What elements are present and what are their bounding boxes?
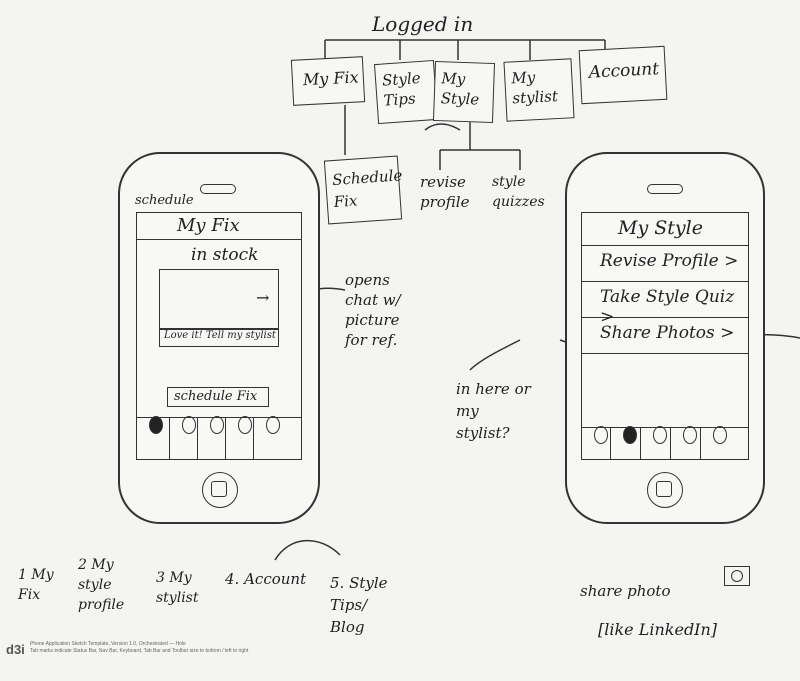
nav-bar: My Fix	[137, 213, 301, 240]
schedule-fix-button[interactable]: schedule Fix	[167, 387, 269, 407]
list-item-5: 5. Style Tips/ Blog	[330, 572, 400, 638]
sitemap-node-my-style: My Style	[433, 61, 495, 123]
page-title: My Fix	[177, 215, 240, 236]
note-in-here: in here or my stylist?	[456, 378, 536, 444]
tab-my-fix[interactable]	[137, 418, 169, 460]
footer-brand: d3i	[6, 642, 25, 657]
menu-row-share-photos[interactable]: Share Photos >	[582, 317, 748, 354]
phone-screen: My Style Revise Profile > Take Style Qui…	[581, 212, 749, 460]
tab-account[interactable]	[670, 428, 701, 460]
list-item-3: 3 My stylist	[156, 568, 216, 608]
camera-icon	[724, 566, 750, 586]
tab-my-fix[interactable]	[582, 428, 610, 460]
phone-my-style: My Style Revise Profile > Take Style Qui…	[565, 152, 765, 524]
schedule-note: schedule	[135, 193, 194, 208]
sitemap-node-my-fix: My Fix	[291, 56, 365, 106]
linkedin-note: [like LinkedIn]	[598, 620, 717, 639]
stock-label: in stock	[191, 245, 258, 265]
tab-bar	[582, 427, 748, 460]
sitemap-node-my-stylist: My stylist	[503, 58, 574, 121]
list-item-1: 1 My Fix	[18, 565, 58, 605]
sitemap-node-style-tips: Style Tips	[374, 60, 438, 124]
home-button[interactable]	[647, 472, 683, 508]
product-image[interactable]: →	[159, 269, 279, 329]
footer-line-1: Phone Application Sketch Template, Versi…	[30, 641, 186, 647]
sitemap-node-schedule-fix: Schedule Fix	[324, 155, 402, 224]
phone-screen: schedule My Fix in stock → Love it! Tell…	[136, 212, 302, 460]
note-opens-chat: opens chat w/ picture for ref.	[345, 270, 425, 350]
nav-bar: My Style	[582, 213, 748, 246]
love-it-button[interactable]: Love it! Tell my stylist	[159, 329, 279, 347]
page-title: My Style	[618, 217, 703, 239]
sitemap-node-style-quizzes: style quizzes	[492, 172, 552, 212]
sitemap-root: Logged in	[372, 12, 473, 36]
tab-my-stylist[interactable]	[640, 428, 671, 460]
sitemap-node-account: Account	[579, 46, 668, 104]
tab-account[interactable]	[225, 418, 254, 460]
tab-my-style-profile[interactable]	[169, 418, 198, 460]
list-item-4: 4. Account	[225, 570, 306, 588]
footer-line-2: Tab marks indicate Status Bar, Nav Bar, …	[30, 648, 248, 654]
share-photo-note: share photo	[580, 582, 670, 600]
next-arrow-icon[interactable]: →	[256, 288, 269, 307]
phone-speaker	[647, 184, 683, 194]
menu-row-revise-profile[interactable]: Revise Profile >	[582, 245, 748, 282]
tab-style-tips[interactable]	[253, 418, 302, 460]
tab-style-tips[interactable]	[700, 428, 749, 460]
phone-my-fix: schedule My Fix in stock → Love it! Tell…	[118, 152, 320, 524]
menu-row-take-style-quiz[interactable]: Take Style Quiz >	[582, 281, 748, 318]
tab-bar	[137, 417, 301, 460]
phone-speaker	[200, 184, 236, 194]
sitemap-node-revise-profile: revise profile	[420, 172, 480, 212]
tab-my-stylist[interactable]	[197, 418, 226, 460]
home-button[interactable]	[202, 472, 238, 508]
list-item-2: 2 My style profile	[78, 555, 138, 615]
tab-my-style-profile[interactable]	[610, 428, 641, 460]
